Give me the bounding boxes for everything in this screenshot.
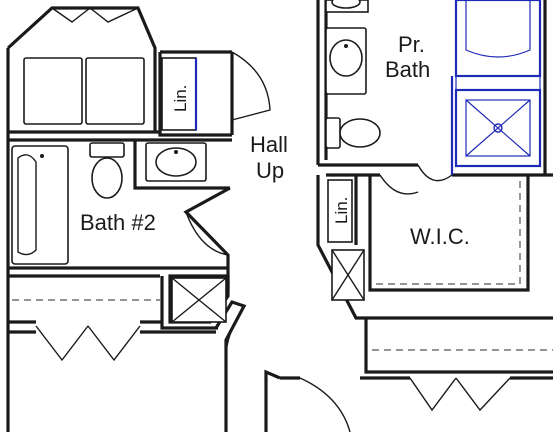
room-label-hall-up: Up: [256, 158, 284, 183]
room-label-pr-bath-line2: Bath: [385, 57, 430, 82]
pr-toilet-tank: [325, 117, 341, 149]
pr-sink: [329, 39, 363, 77]
linen-closet-left: [161, 57, 197, 131]
room-label-lin-left: Lin.: [171, 85, 190, 112]
room-label-wic: W.I.C.: [410, 224, 470, 249]
closet-shelf-right: [85, 57, 145, 125]
pr-shower: [454, 88, 542, 168]
room-label-bath2: Bath #2: [80, 210, 156, 235]
fixtures: [11, 0, 542, 323]
pr-toilet-bowl: [339, 118, 381, 148]
room-label-hall: Hall: [250, 132, 288, 157]
room-label-lin-right: Lin.: [332, 197, 351, 224]
closet-shelf-left: [23, 57, 83, 125]
room-labels: Bath #2 Hall Up Pr. Bath W.I.C. Lin. Lin…: [80, 32, 470, 249]
pr-bathtub: [454, 0, 542, 78]
room-label-pr-bath-line1: Pr.: [398, 32, 425, 57]
closet-shelves: [12, 180, 553, 351]
toilet-bowl: [91, 157, 123, 199]
linen-closet-right: [327, 179, 353, 243]
sink: [155, 147, 197, 177]
doors: [35, 7, 511, 432]
bathtub: [11, 145, 69, 265]
toilet-tank: [89, 142, 125, 158]
